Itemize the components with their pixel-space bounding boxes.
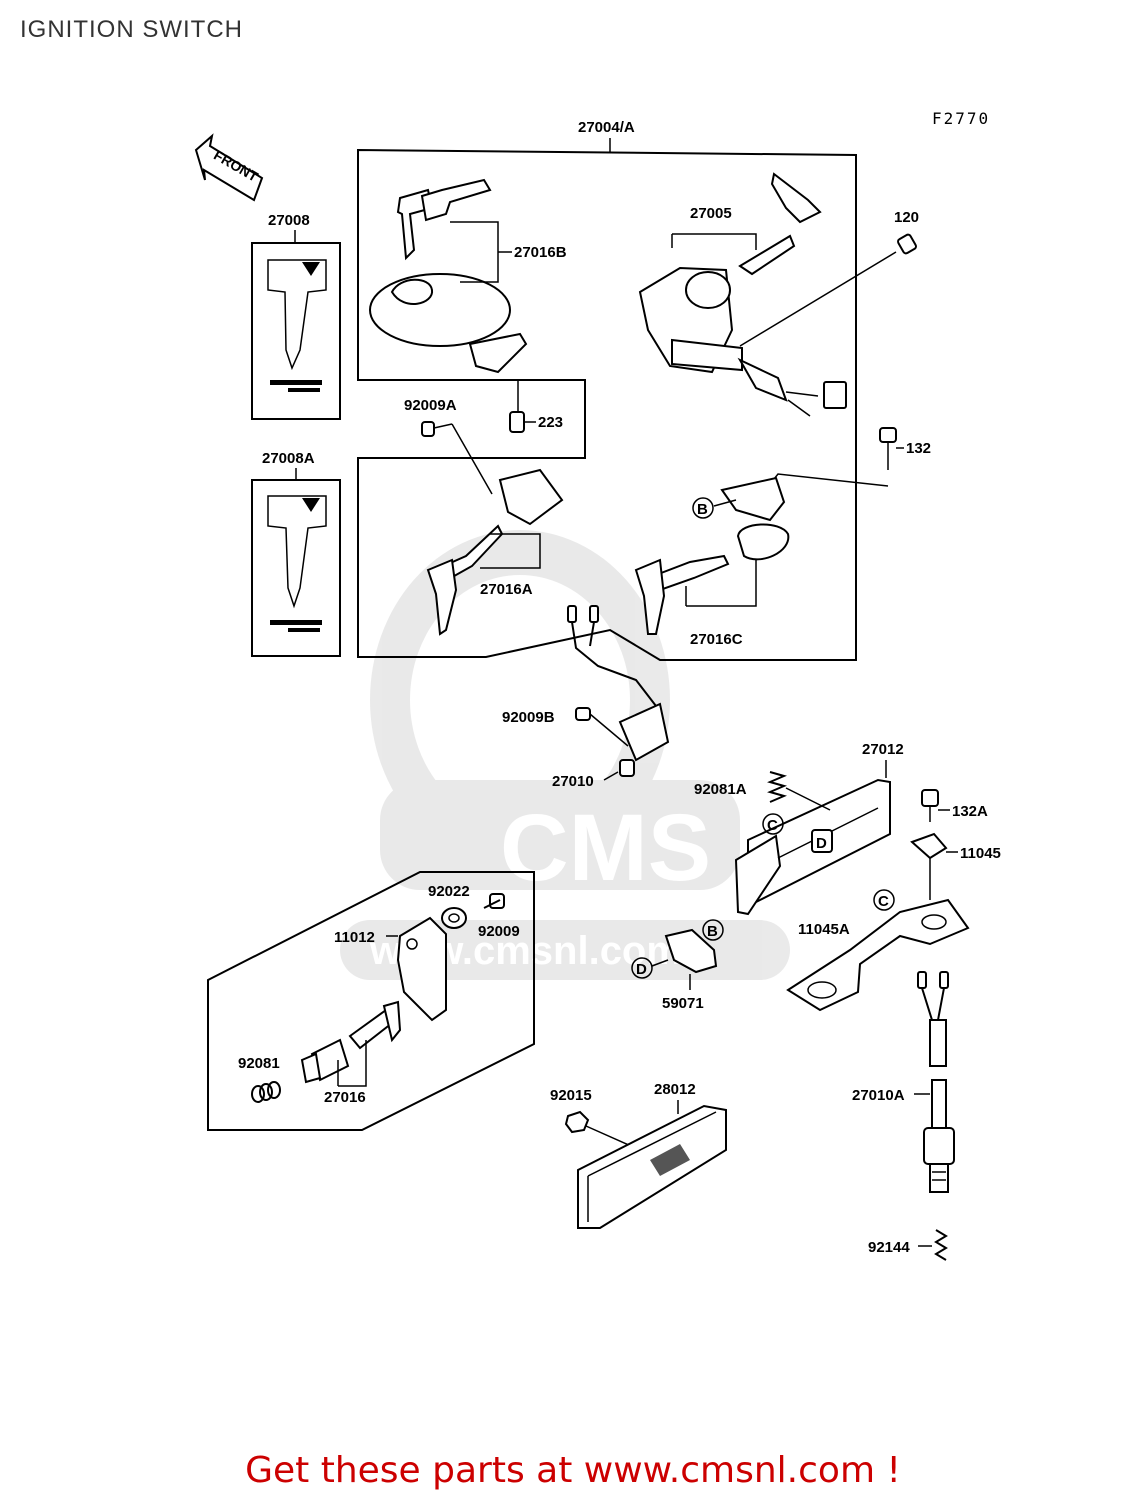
callout-d-bottom: D <box>636 961 647 978</box>
switch-27010 <box>567 605 670 777</box>
nut-92015 <box>564 1110 641 1151</box>
key-card-27008A <box>251 479 341 657</box>
watermark-brand: CMS <box>500 795 711 901</box>
key-card-27008 <box>251 242 341 420</box>
label-27010A: 27010A <box>852 1087 905 1104</box>
label-27016C: 27016C <box>690 631 743 648</box>
lock-group-outline <box>207 871 535 1131</box>
label-59071: 59071 <box>662 995 704 1012</box>
watermark: CMS www.cmsnl.com <box>340 530 790 980</box>
bracket-27012 <box>734 778 891 916</box>
screw-92009B <box>575 707 629 747</box>
label-27008: 27008 <box>268 212 310 229</box>
bolt-132A <box>921 789 939 822</box>
label-92081: 92081 <box>238 1055 280 1072</box>
lock-27016 <box>300 1000 402 1084</box>
front-arrow: FRONT <box>194 133 264 202</box>
spring-92144 <box>934 1229 948 1261</box>
label-27016: 27016 <box>324 1089 366 1106</box>
reflector-28012 <box>577 1104 727 1229</box>
spring-92081A <box>767 771 831 811</box>
label-132A: 132A <box>952 803 988 820</box>
label-92015: 92015 <box>550 1087 592 1104</box>
callout-b-bottom: B <box>707 923 718 940</box>
callout-c-plate: C <box>878 893 889 910</box>
label-92144: 92144 <box>868 1239 910 1256</box>
plate-11045A <box>786 898 970 1012</box>
label-11045A: 11045A <box>798 921 850 938</box>
label-27010: 27010 <box>552 773 594 790</box>
label-27016A: 27016A <box>480 581 533 598</box>
clip-11045 <box>910 832 948 860</box>
helmet-lock-27016C <box>634 476 790 635</box>
label-223: 223 <box>538 414 563 431</box>
bolt-223 <box>509 380 525 433</box>
screw-92009 <box>483 893 505 909</box>
label-27005: 27005 <box>690 205 732 222</box>
label-132: 132 <box>906 440 931 457</box>
switch-59071 <box>664 928 718 974</box>
label-27004A: 27004/A <box>578 119 635 136</box>
label-92022: 92022 <box>428 883 470 900</box>
screw-120 <box>739 233 917 347</box>
screw-92009A <box>421 421 453 437</box>
label-92009A: 92009A <box>404 397 457 414</box>
footer-promo[interactable]: Get these parts at www.cmsnl.com ! <box>245 1450 901 1491</box>
page-title: IGNITION SWITCH <box>20 16 243 43</box>
parts-diagram: CMS www.cmsnl.com F2770 FRONT 27008 2700… <box>194 109 1001 1261</box>
plate-11012 <box>396 916 447 1022</box>
label-92081A: 92081A <box>694 781 747 798</box>
label-120: 120 <box>894 209 919 226</box>
label-28012: 28012 <box>654 1081 696 1098</box>
label-92009: 92009 <box>478 923 520 940</box>
callout-c-left: C <box>767 817 778 834</box>
spring-92081 <box>251 1081 281 1103</box>
label-27012: 27012 <box>862 741 904 758</box>
switch-27010A <box>917 971 955 1193</box>
label-27016B: 27016B <box>514 244 567 261</box>
kit-outline <box>357 148 857 661</box>
label-11012: 11012 <box>334 929 375 946</box>
figure-code: F2770 <box>932 109 990 128</box>
washer-92022 <box>441 907 467 929</box>
label-27008A: 27008A <box>262 450 315 467</box>
callout-d-bracket: D <box>816 835 827 852</box>
fuel-cap-keys <box>369 178 528 374</box>
ignition-switch-27005 <box>638 172 847 417</box>
label-11045: 11045 <box>960 845 1001 862</box>
label-92009B: 92009B <box>502 709 555 726</box>
bolt-132 <box>879 427 897 470</box>
callout-b-top: B <box>697 501 708 518</box>
